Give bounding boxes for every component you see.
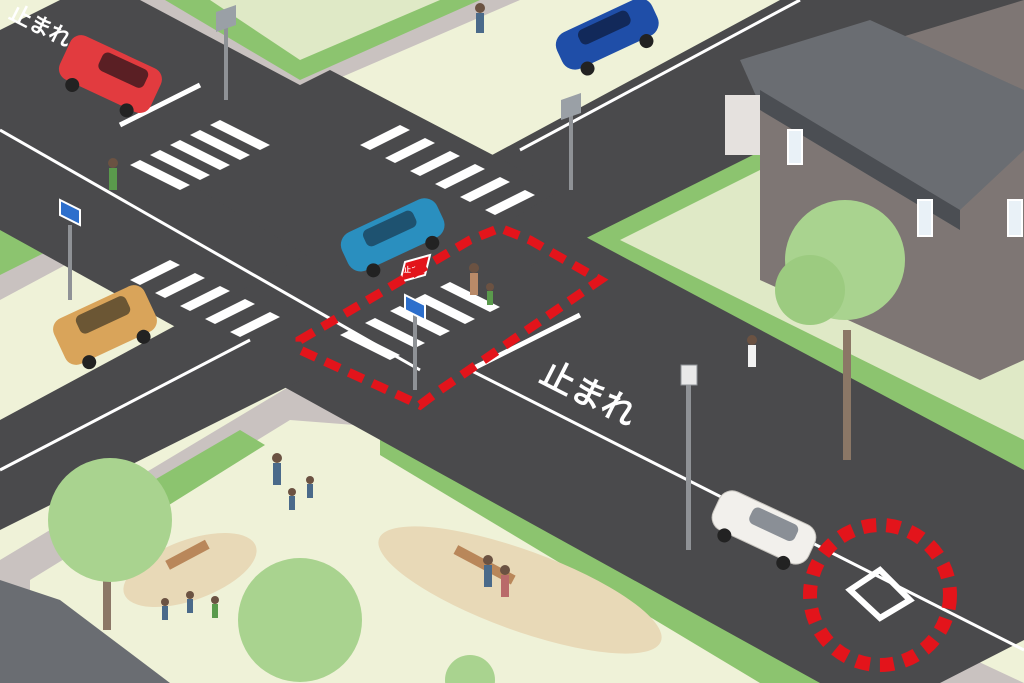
stop-line <box>118 82 202 128</box>
pedestrian-crossing-sign-icon <box>404 293 426 390</box>
diamond-marking-icon <box>845 566 915 622</box>
lane-line <box>0 338 251 472</box>
car-red <box>58 35 162 118</box>
car-white <box>711 490 817 570</box>
direction-sign <box>216 5 236 100</box>
crosswalk-bottom <box>340 282 500 360</box>
pedestrian <box>108 3 757 620</box>
pedestrian-crossing-sign-icon <box>59 198 81 300</box>
park-path-left <box>123 533 257 607</box>
tree <box>238 558 362 682</box>
bench <box>453 545 516 585</box>
crosswalk-area-outline <box>295 223 609 411</box>
house-roof-bottom-left <box>0 580 170 683</box>
lane-line <box>519 0 801 152</box>
diamond-marking-circle <box>803 518 957 672</box>
direction-sign <box>561 93 581 190</box>
bench <box>165 539 210 570</box>
park-path <box>378 526 662 654</box>
car-orange <box>53 285 157 370</box>
tree <box>445 655 495 683</box>
block-top-lawn <box>210 0 440 60</box>
crosswalk-top <box>130 120 270 190</box>
car-blue <box>555 0 659 76</box>
crosswalk-left <box>130 260 280 337</box>
tree <box>775 200 905 460</box>
tree <box>48 458 172 630</box>
car-teal <box>340 198 445 278</box>
street-lamp <box>680 364 698 550</box>
crosswalk-right <box>360 125 535 215</box>
